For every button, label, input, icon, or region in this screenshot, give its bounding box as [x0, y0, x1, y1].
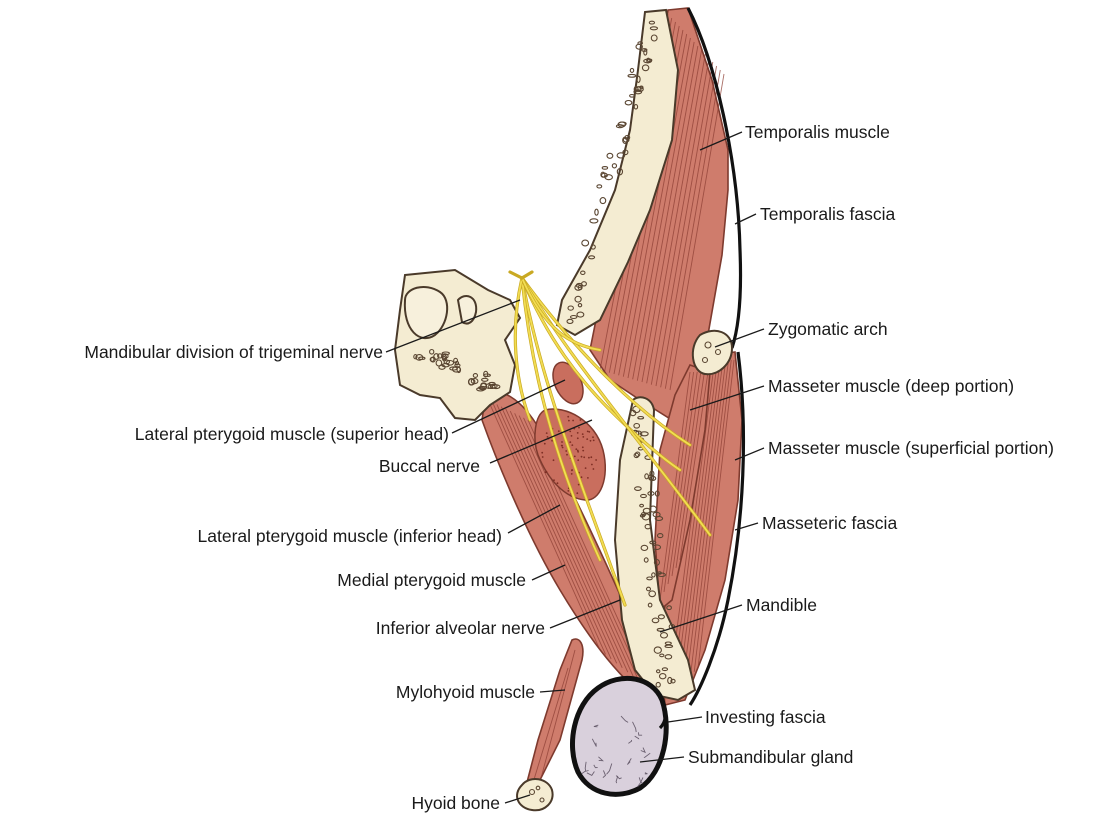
label-submandibular-gland: Submandibular gland — [688, 747, 853, 767]
hyoid-bone — [517, 779, 553, 810]
label-masseter-superficial: Masseter muscle (superficial portion) — [768, 438, 1054, 458]
label-masseter-deep: Masseter muscle (deep portion) — [768, 376, 1014, 396]
label-mylohyoid: Mylohyoid muscle — [396, 682, 535, 702]
label-lateral-pterygoid-superior: Lateral pterygoid muscle (superior head) — [135, 424, 449, 444]
label-temporalis-muscle: Temporalis muscle — [745, 122, 890, 142]
label-temporalis-fascia: Temporalis fascia — [760, 204, 895, 224]
label-lateral-pterygoid-inferior: Lateral pterygoid muscle (inferior head) — [198, 526, 502, 546]
label-masseteric-fascia: Masseteric fascia — [762, 513, 897, 533]
label-investing-fascia: Investing fascia — [705, 707, 826, 727]
label-medial-pterygoid: Medial pterygoid muscle — [337, 570, 526, 590]
label-zygomatic-arch: Zygomatic arch — [768, 319, 888, 339]
leader-investing-fascia — [668, 717, 702, 722]
label-hyoid-bone: Hyoid bone — [411, 793, 500, 813]
temporal-bone — [395, 270, 520, 420]
submandibular-gland — [572, 678, 666, 794]
label-mandible: Mandible — [746, 595, 817, 615]
label-buccal-nerve: Buccal nerve — [379, 456, 480, 476]
label-mandibular-division: Mandibular division of trigeminal nerve — [84, 342, 383, 362]
label-inferior-alveolar-nerve: Inferior alveolar nerve — [376, 618, 545, 638]
